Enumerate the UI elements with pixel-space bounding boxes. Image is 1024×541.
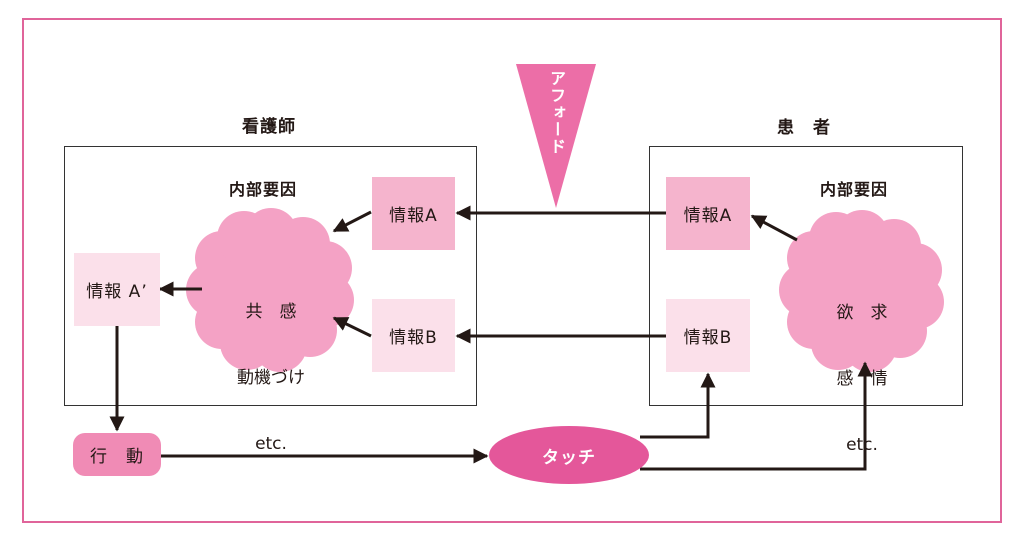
nurse-cloud-line: 動機づけ (237, 368, 305, 388)
patient-title: 患 者 (777, 118, 831, 138)
patient-cloud-shape (779, 210, 944, 372)
touch-ellipse: タッチ (489, 426, 649, 484)
afford-triangle (516, 64, 596, 208)
nurse-info-a-prime: 情報 A’ (74, 253, 160, 326)
patient-internal-factors: 内部要因 (820, 180, 889, 199)
patient-cloud-line: etc. (846, 435, 878, 455)
nurse-title: 看護師 (242, 117, 296, 137)
arrow-touch-to-patient-b (640, 372, 716, 439)
arrow-touch-to-patient-cloud (640, 361, 873, 471)
nurse-cloud-line: etc. (255, 434, 287, 454)
afford-label: アフォード (547, 70, 566, 155)
arrow-patient-cloud-to-info-a (750, 214, 798, 242)
nurse-cloud-text: 共 感 動機づけ etc. (221, 257, 321, 477)
nurse-info-b: 情報B (372, 299, 455, 372)
nurse-internal-factors: 内部要因 (229, 180, 298, 199)
nurse-cloud-line: 共 感 (245, 302, 297, 322)
nurse-info-a: 情報A (372, 177, 455, 250)
action-box: 行 動 (73, 433, 161, 476)
nurse-cloud-shape (186, 208, 354, 372)
patient-info-b: 情報B (666, 299, 750, 372)
arrow-nurse-b-to-cloud (332, 316, 372, 338)
patient-cloud-text: 欲 求 感 情 etc. (812, 258, 912, 478)
patient-info-a: 情報A (666, 177, 750, 250)
patient-cloud-line: 欲 求 (836, 303, 888, 323)
patient-cloud-line: 感 情 (836, 369, 888, 389)
diagram-frame (22, 18, 1002, 523)
arrow-nurse-a-to-cloud (332, 210, 372, 233)
